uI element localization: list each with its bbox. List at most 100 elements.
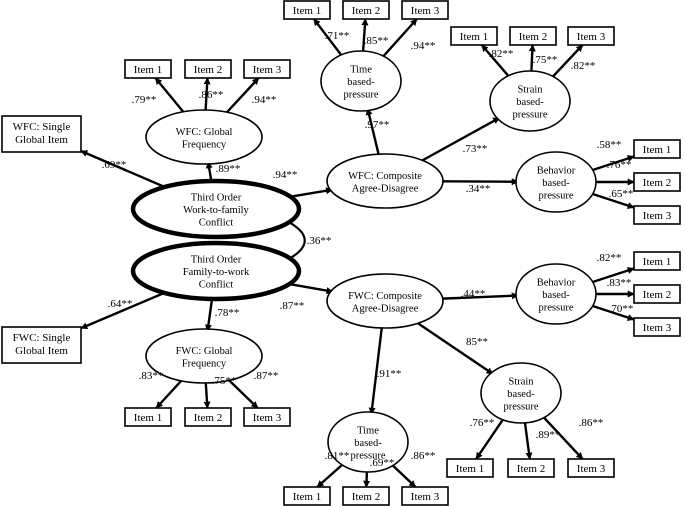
item-label: Item 2 bbox=[519, 31, 547, 43]
wfc-strain-item-2-loading: .75** bbox=[533, 54, 558, 66]
correlation-coefficient: .36** bbox=[307, 235, 332, 247]
wfc-behavior-item-1-loading: .58** bbox=[597, 139, 622, 151]
factor-label-line: Conflict bbox=[199, 280, 233, 291]
wfc-behavior-item-2-box: Item 2 bbox=[633, 172, 681, 192]
factor-label-line: Time bbox=[350, 65, 372, 76]
factor-label-line: pressure bbox=[539, 303, 574, 314]
item-label: Item 2 bbox=[352, 491, 380, 503]
arrow-fwc-behavior-item-1 bbox=[592, 267, 635, 284]
arrow-fwc-global-item-1 bbox=[155, 380, 183, 409]
fwc-global-item-1-box: Item 1 bbox=[124, 407, 172, 427]
fwc-behavior-item-3-box: Item 3 bbox=[633, 317, 681, 337]
item-label: Item 3 bbox=[253, 64, 282, 76]
arrow-fwc-comp-to-behavior bbox=[442, 292, 519, 300]
item-label: Item 1 bbox=[456, 463, 484, 475]
box-label-line: WFC: Single bbox=[13, 121, 71, 133]
arrow-wtf-to-wfc-single-coefficient: .69** bbox=[102, 159, 127, 171]
arrow-fwc-behavior-item-3 bbox=[592, 304, 635, 321]
fwc-time-item-2-loading: .69** bbox=[370, 457, 395, 469]
factor-label-line: Time bbox=[357, 426, 379, 437]
fwc-behavior-item-1-loading: .82** bbox=[597, 252, 622, 264]
item-label: Item 3 bbox=[577, 463, 606, 475]
item-label: Item 1 bbox=[643, 256, 671, 268]
fwc-time-item-1-box: Item 1 bbox=[283, 486, 331, 506]
wfc-global-item-2-loading: .86** bbox=[199, 89, 224, 101]
fwc-behavior-item-1-box: Item 1 bbox=[633, 251, 681, 271]
wfc-time-item-1-box: Item 1 bbox=[283, 0, 331, 20]
item-label: Item 2 bbox=[643, 289, 671, 301]
arrow-fwc-strain-item-3 bbox=[543, 416, 584, 460]
factor-label-line: WFC: Global bbox=[176, 127, 233, 138]
wfc-global-item-2-box: Item 2 bbox=[184, 59, 232, 79]
fwc-global-item-3-loading: .87** bbox=[254, 370, 279, 382]
item-label: Item 1 bbox=[134, 64, 162, 76]
item-label: Item 1 bbox=[643, 144, 671, 156]
box-label-line: Global Item bbox=[15, 345, 68, 357]
arrow-ftw-to-fwc-single bbox=[80, 291, 165, 330]
wfc-global-item-1-loading: .79** bbox=[132, 94, 157, 106]
fwc-strain-item-2-loading: .89** bbox=[536, 429, 561, 441]
factor-label-line: Agree-Disagree bbox=[352, 303, 419, 314]
fwc-time-item-3-box: Item 3 bbox=[401, 486, 449, 506]
fwc-behavior-item-3-loading: .70** bbox=[609, 303, 634, 315]
arrow-wtf-to-wfc-global bbox=[205, 161, 213, 182]
wfc-behavior-item-3-box: Item 3 bbox=[633, 205, 681, 225]
arrow-fwc-global-item-2 bbox=[203, 382, 211, 409]
arrow-wfc-strain-item-3 bbox=[552, 44, 584, 78]
wfc-strain-item-2-box: Item 2 bbox=[509, 26, 557, 46]
item-label: Item 3 bbox=[253, 412, 282, 424]
fwc-strain-item-3-loading: .86** bbox=[579, 417, 604, 429]
arrow-fwc-comp-to-behavior-coefficient: .44** bbox=[461, 288, 486, 300]
arrow-ftw-to-fwc-global bbox=[204, 298, 214, 332]
arrow-wfc-strain-item-2 bbox=[528, 44, 536, 72]
factor-label-line: Frequency bbox=[182, 139, 227, 150]
wfc-behavior-item-1-box: Item 1 bbox=[633, 139, 681, 159]
arrow-fwc-comp-to-strain bbox=[417, 322, 494, 376]
wfc-global-item-3-box: Item 3 bbox=[243, 59, 291, 79]
fwc-behavior-item-2-box: Item 2 bbox=[633, 284, 681, 304]
factor-label-line: Work-to-family bbox=[183, 205, 249, 216]
arrow-wtf-to-wfc-composite bbox=[290, 187, 334, 198]
wfc-strain-item-1-loading: .82** bbox=[489, 48, 514, 60]
factor-label-line: based- bbox=[516, 97, 544, 108]
fwc-time-item-2-box: Item 2 bbox=[342, 486, 390, 506]
arrow-fwc-time-item-2 bbox=[363, 471, 371, 488]
arrow-fwc-time-item-1 bbox=[316, 463, 343, 488]
arrow-wfc-behavior-item-1 bbox=[592, 155, 635, 172]
item-label: Item 3 bbox=[411, 491, 440, 503]
arrow-wfc-global-item-3 bbox=[226, 77, 260, 114]
factor-label-line: pressure bbox=[351, 451, 386, 462]
item-label: Item 2 bbox=[517, 463, 545, 475]
fwc-global-item-2-loading: .75** bbox=[212, 375, 237, 387]
arrow-wfc-time-item-2 bbox=[361, 18, 369, 52]
coefficient-labels: .69**.89**.94**.64**.78**.87**.97**.73**… bbox=[102, 30, 634, 469]
factor-label-line: Behavior bbox=[537, 166, 576, 177]
factor-label-line: Behavior bbox=[537, 278, 576, 289]
factor-label-line: Strain bbox=[508, 377, 534, 388]
factor-label-line: Third Order bbox=[191, 193, 242, 204]
arrow-wfc-strain-item-1 bbox=[480, 44, 510, 77]
arrow-wfc-behavior-item-3 bbox=[592, 192, 635, 209]
arrow-wfc-time-item-1 bbox=[312, 18, 343, 56]
fwc-strain-item-1-box: Item 1 bbox=[446, 458, 494, 478]
item-label: Item 3 bbox=[411, 5, 440, 17]
item-label: Item 1 bbox=[134, 412, 162, 424]
factor-label-line: FWC: Global bbox=[176, 346, 233, 357]
arrow-wfc-comp-to-time-coefficient: .97** bbox=[365, 119, 390, 131]
fwc-strain-item-1-loading: .76** bbox=[470, 417, 495, 429]
factor-label-line: Family-to-work bbox=[183, 267, 250, 278]
fwc-global-item-2-box: Item 2 bbox=[184, 407, 232, 427]
factor-label-line: Strain bbox=[517, 85, 543, 96]
fwc-time-item-3-loading: .86** bbox=[411, 450, 436, 462]
item-label: Item 3 bbox=[577, 31, 606, 43]
